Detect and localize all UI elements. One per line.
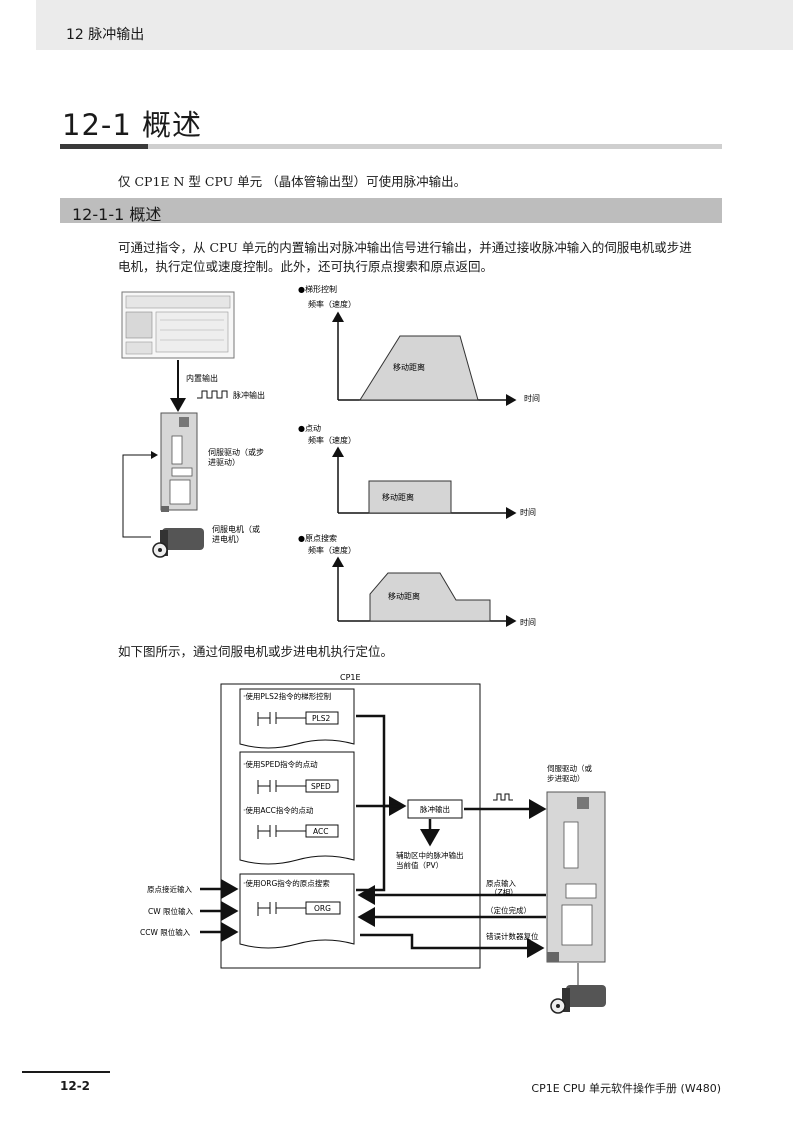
servo-motor-image: [550, 963, 606, 1014]
aux-pv-label-1: 辅助区中的脉冲输出: [396, 850, 464, 860]
graph2-xlabel: 时间: [520, 507, 536, 517]
pulse-output-label: 脉冲输出: [233, 390, 265, 400]
graph1-xlabel: 时间: [524, 393, 540, 403]
title-rule-light: [148, 144, 722, 149]
section-title: 12-1 概述: [62, 108, 203, 142]
pulse-waveform-icon: [197, 390, 228, 399]
servo-motor-label-1: 伺服电机（或: [212, 524, 260, 534]
org-box-title: ·使用ORG指令的原点搜索: [243, 878, 330, 888]
pulse-output-block: [407, 799, 463, 819]
graph-origin-search: ●原点搜索 频率（速度） 移动距离 时间: [298, 533, 536, 627]
org-to-pulse-arrow: [356, 806, 386, 892]
sped-instr: SPED: [311, 782, 331, 791]
positioning-paragraph: 如下图所示，通过伺服电机或步进电机执行定位。: [118, 644, 394, 659]
intro-paragraph: 仅 CP1E N 型 CPU 单元 （晶体管输出型）可使用脉冲输出。: [118, 174, 467, 189]
input-cw-limit: CW 限位输入: [148, 906, 194, 916]
graph3-title: ●原点搜索: [298, 533, 337, 543]
cpu-unit-image: [121, 291, 235, 359]
graph1-title: ●梯形控制: [298, 284, 337, 294]
footer-rule: [22, 1071, 110, 1073]
cp1e-label: CP1E: [340, 673, 361, 682]
graph2-area-label: 移动距离: [382, 492, 414, 502]
graph1-ylabel: 频率（速度）: [308, 299, 356, 309]
graph-jog: ●点动 频率（速度） 移动距离 时间: [298, 423, 536, 519]
pulse-output-block-label: 脉冲输出: [420, 804, 450, 814]
subsection-bar: [60, 198, 722, 223]
overview-paragraph-line1: 可通过指令，从 CPU 单元的内置输出对脉冲输出信号进行输出，并通过接收脉冲输入…: [118, 240, 692, 255]
servo-drive-label-1: 伺服驱动（或步: [208, 447, 264, 457]
org-instr: ORG: [314, 904, 331, 913]
origin-input-label-1: 原点输入: [486, 878, 516, 888]
graph1-area-label: 移动距离: [393, 362, 425, 372]
servo-drive-label-2: 进驱动）: [208, 457, 240, 467]
sped-box-title: ·使用SPED指令的点动: [243, 759, 318, 769]
servo-drive-image: [546, 791, 606, 963]
pls2-box-title: ·使用PLS2指令的梯形控制: [243, 691, 331, 701]
servo-motor-image: [152, 528, 204, 558]
servo-motor-label-2: 进电机）: [212, 534, 244, 544]
pls2-box: ·使用PLS2指令的梯形控制 PLS2: [239, 688, 355, 749]
manual-title: CP1E CPU 单元软件操作手册 (W480): [531, 1082, 721, 1095]
feedback-arrow: [122, 451, 158, 538]
servo-drive-label-1: 伺服驱动（或: [547, 763, 592, 773]
error-reset-arrow: [360, 933, 545, 958]
acc-instr: ACC: [313, 827, 328, 836]
servo-drive-label-2: 步进驱动）: [547, 773, 585, 783]
pls2-instr: PLS2: [312, 714, 330, 723]
origin-input-label-2: （Z相）: [490, 887, 518, 897]
positioning-done-label: （定位完成）: [486, 905, 531, 915]
sped-acc-box: ·使用SPED指令的点动 SPED ·使用ACC指令的点动 ACC: [239, 751, 355, 865]
servo-drive-image: [160, 412, 198, 512]
org-box: ·使用ORG指令的原点搜索 ORG: [239, 873, 355, 949]
chapter-header: 12 脉冲输出: [66, 27, 145, 43]
pls2-to-pulse-arrow: [356, 714, 407, 816]
subsection-title: 12-1-1 概述: [72, 205, 162, 224]
title-rule-dark: [60, 144, 148, 149]
overview-paragraph-line2: 电机，执行定位或速度控制。此外，还可执行原点搜索和原点返回。: [118, 259, 494, 274]
graph3-area-label: 移动距离: [388, 591, 420, 601]
graph2-title: ●点动: [298, 423, 321, 433]
page-number: 12-2: [60, 1079, 91, 1093]
graph3-ylabel: 频率（速度）: [308, 545, 356, 555]
cp1e-frame: [220, 683, 481, 969]
builtin-output-label: 内置输出: [186, 373, 218, 383]
input-ccw-limit: CCW 限位输入: [140, 927, 191, 937]
pulse-waveform-icon: [493, 793, 513, 801]
graph-trapezoid-control: ●梯形控制 频率（速度） 移动距离 时间: [298, 284, 540, 406]
running-header: [36, 0, 793, 50]
input-origin-proximity: 原点接近输入: [147, 884, 192, 894]
acc-box-title: ·使用ACC指令的点动: [243, 805, 314, 815]
graph2-ylabel: 频率（速度）: [308, 435, 356, 445]
graph3-xlabel: 时间: [520, 617, 536, 627]
error-reset-label: 错误计数器复位: [486, 931, 539, 941]
aux-pv-label-2: 当前值（PV）: [396, 860, 443, 870]
